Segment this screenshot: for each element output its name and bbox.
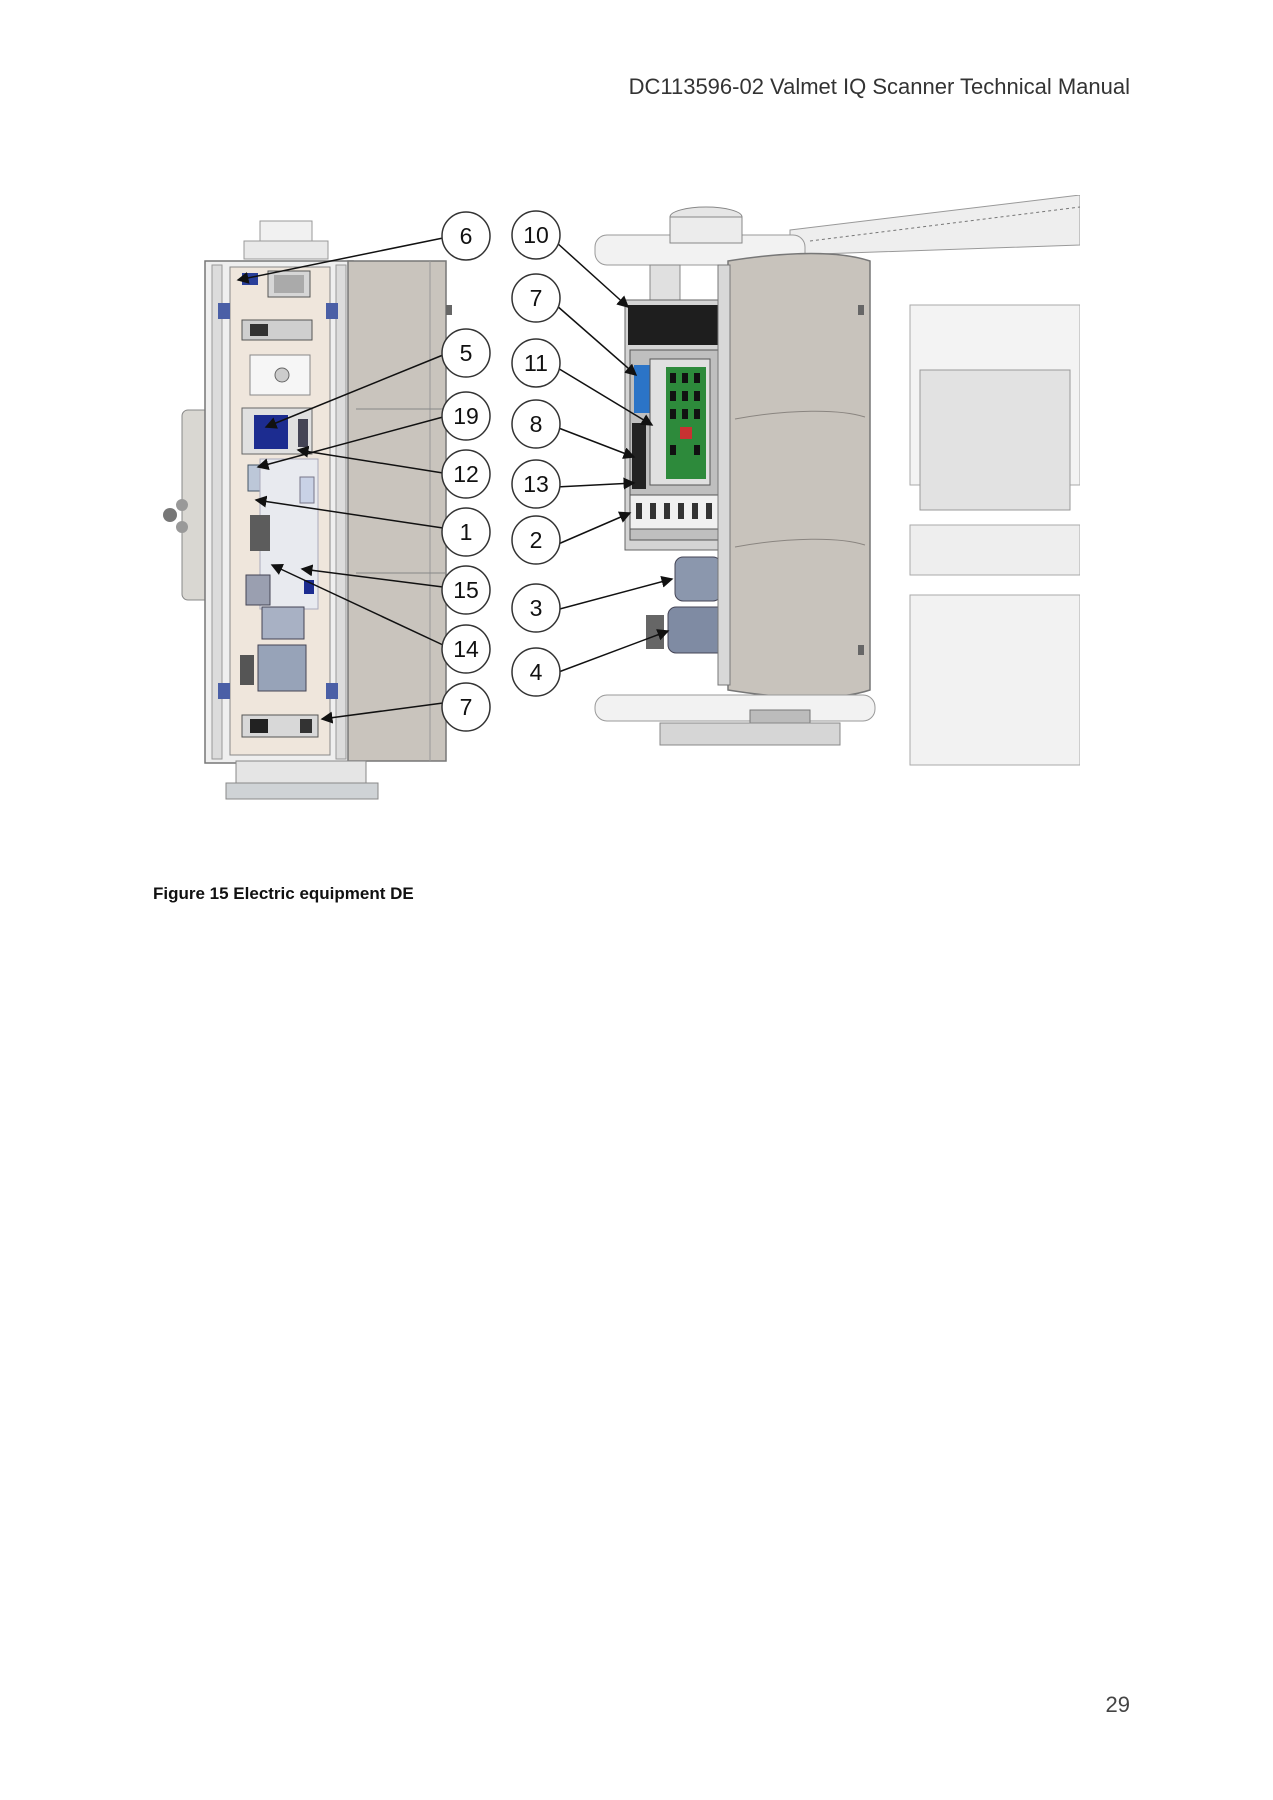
svg-text:7: 7 bbox=[530, 285, 543, 311]
callout-14: 14 bbox=[441, 624, 491, 674]
callout-7-right: 7 bbox=[511, 273, 561, 323]
callout-15: 15 bbox=[441, 565, 491, 615]
svg-text:12: 12 bbox=[453, 461, 479, 487]
svg-text:11: 11 bbox=[524, 350, 548, 376]
callout-6: 6 bbox=[441, 211, 491, 261]
right-cabinet-drawing bbox=[594, 195, 1080, 766]
equipment-drawing: 6 5 19 12 1 15 14 7 10 7 11 bbox=[163, 195, 1080, 800]
svg-text:13: 13 bbox=[523, 471, 549, 497]
left-callouts: 6 5 19 12 1 15 14 7 bbox=[441, 211, 491, 732]
callout-7-left: 7 bbox=[441, 682, 491, 732]
left-cabinet-drawing bbox=[163, 220, 452, 800]
svg-text:15: 15 bbox=[453, 577, 479, 603]
svg-text:8: 8 bbox=[530, 411, 543, 437]
svg-text:10: 10 bbox=[523, 222, 549, 248]
figure-caption: Figure 15 Electric equipment DE bbox=[153, 884, 414, 903]
svg-text:4: 4 bbox=[530, 659, 543, 685]
svg-text:6: 6 bbox=[460, 223, 473, 249]
leader-lines bbox=[236, 237, 674, 724]
svg-text:5: 5 bbox=[460, 340, 473, 366]
svg-text:2: 2 bbox=[530, 527, 543, 553]
callout-10: 10 bbox=[511, 210, 561, 260]
svg-text:7: 7 bbox=[460, 694, 473, 720]
callout-8: 8 bbox=[511, 399, 561, 449]
callout-13: 13 bbox=[511, 459, 561, 509]
page-number: 29 bbox=[1105, 1692, 1130, 1717]
callout-4: 4 bbox=[511, 647, 561, 697]
callout-12: 12 bbox=[441, 449, 491, 499]
electric-equipment-figure: 6 5 19 12 1 15 14 7 10 7 11 bbox=[150, 195, 1080, 855]
callout-19: 19 bbox=[441, 391, 491, 441]
svg-text:19: 19 bbox=[453, 403, 479, 429]
callout-11: 11 bbox=[511, 338, 561, 388]
svg-text:14: 14 bbox=[453, 636, 479, 662]
callout-2: 2 bbox=[511, 515, 561, 565]
svg-text:3: 3 bbox=[530, 595, 543, 621]
callout-3: 3 bbox=[511, 583, 561, 633]
callout-1: 1 bbox=[441, 507, 491, 557]
svg-text:1: 1 bbox=[460, 519, 473, 545]
right-callouts: 10 7 11 8 13 2 3 4 bbox=[511, 210, 561, 697]
callout-5: 5 bbox=[441, 328, 491, 378]
document-header: DC113596-02 Valmet IQ Scanner Technical … bbox=[628, 74, 1130, 99]
